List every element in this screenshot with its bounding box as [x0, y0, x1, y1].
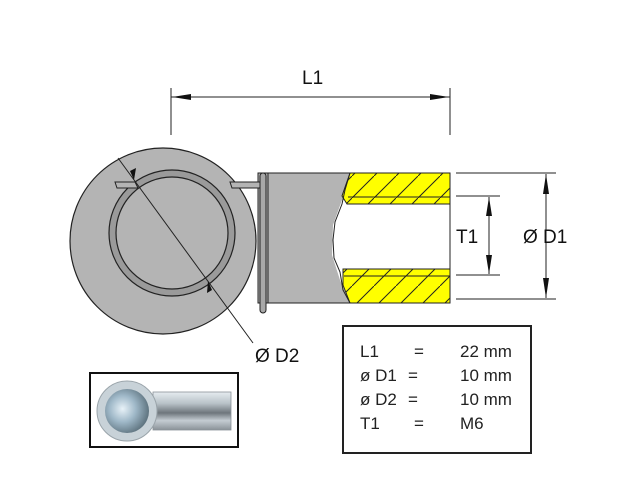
clip-tab-right	[229, 181, 263, 189]
label-T1: T1	[456, 227, 478, 248]
product-photo	[89, 372, 239, 448]
spec-label: ø D2	[360, 390, 397, 409]
threaded-bore	[332, 172, 451, 304]
label-L1: L1	[302, 68, 323, 89]
spec-row: L1 = 22 mm	[360, 341, 530, 363]
spec-value: M6	[460, 414, 484, 433]
spec-equals: =	[414, 414, 424, 433]
spec-row: T1 = M6	[360, 413, 530, 435]
spec-equals: =	[408, 390, 418, 409]
spec-equals: =	[408, 366, 418, 385]
label-D2: Ø D2	[255, 346, 299, 367]
spec-label: L1	[360, 342, 379, 361]
spec-equals: =	[414, 342, 424, 361]
spec-label: T1	[360, 414, 380, 433]
spec-row: ø D1 = 10 mm	[360, 365, 530, 387]
spec-table: L1 = 22 mm ø D1 = 10 mm ø D2 = 10 mm T1 …	[342, 325, 532, 454]
spec-label: ø D1	[360, 366, 397, 385]
dimension-D1: Ø D1	[456, 172, 567, 300]
ball-seat-inner	[115, 176, 229, 290]
ball-socket-photo-icon	[96, 380, 232, 442]
clip-tab-left	[114, 181, 139, 189]
spec-value: 10 mm	[460, 390, 512, 409]
spec-row: ø D2 = 10 mm	[360, 389, 530, 411]
dimension-T1: T1	[456, 195, 500, 276]
retaining-clip	[259, 172, 267, 314]
dimension-D2: Ø D2	[117, 157, 299, 367]
dimension-L1: L1	[170, 68, 451, 135]
label-D1: Ø D1	[523, 227, 567, 248]
spec-value: 22 mm	[460, 342, 512, 361]
spec-value: 10 mm	[460, 366, 512, 385]
